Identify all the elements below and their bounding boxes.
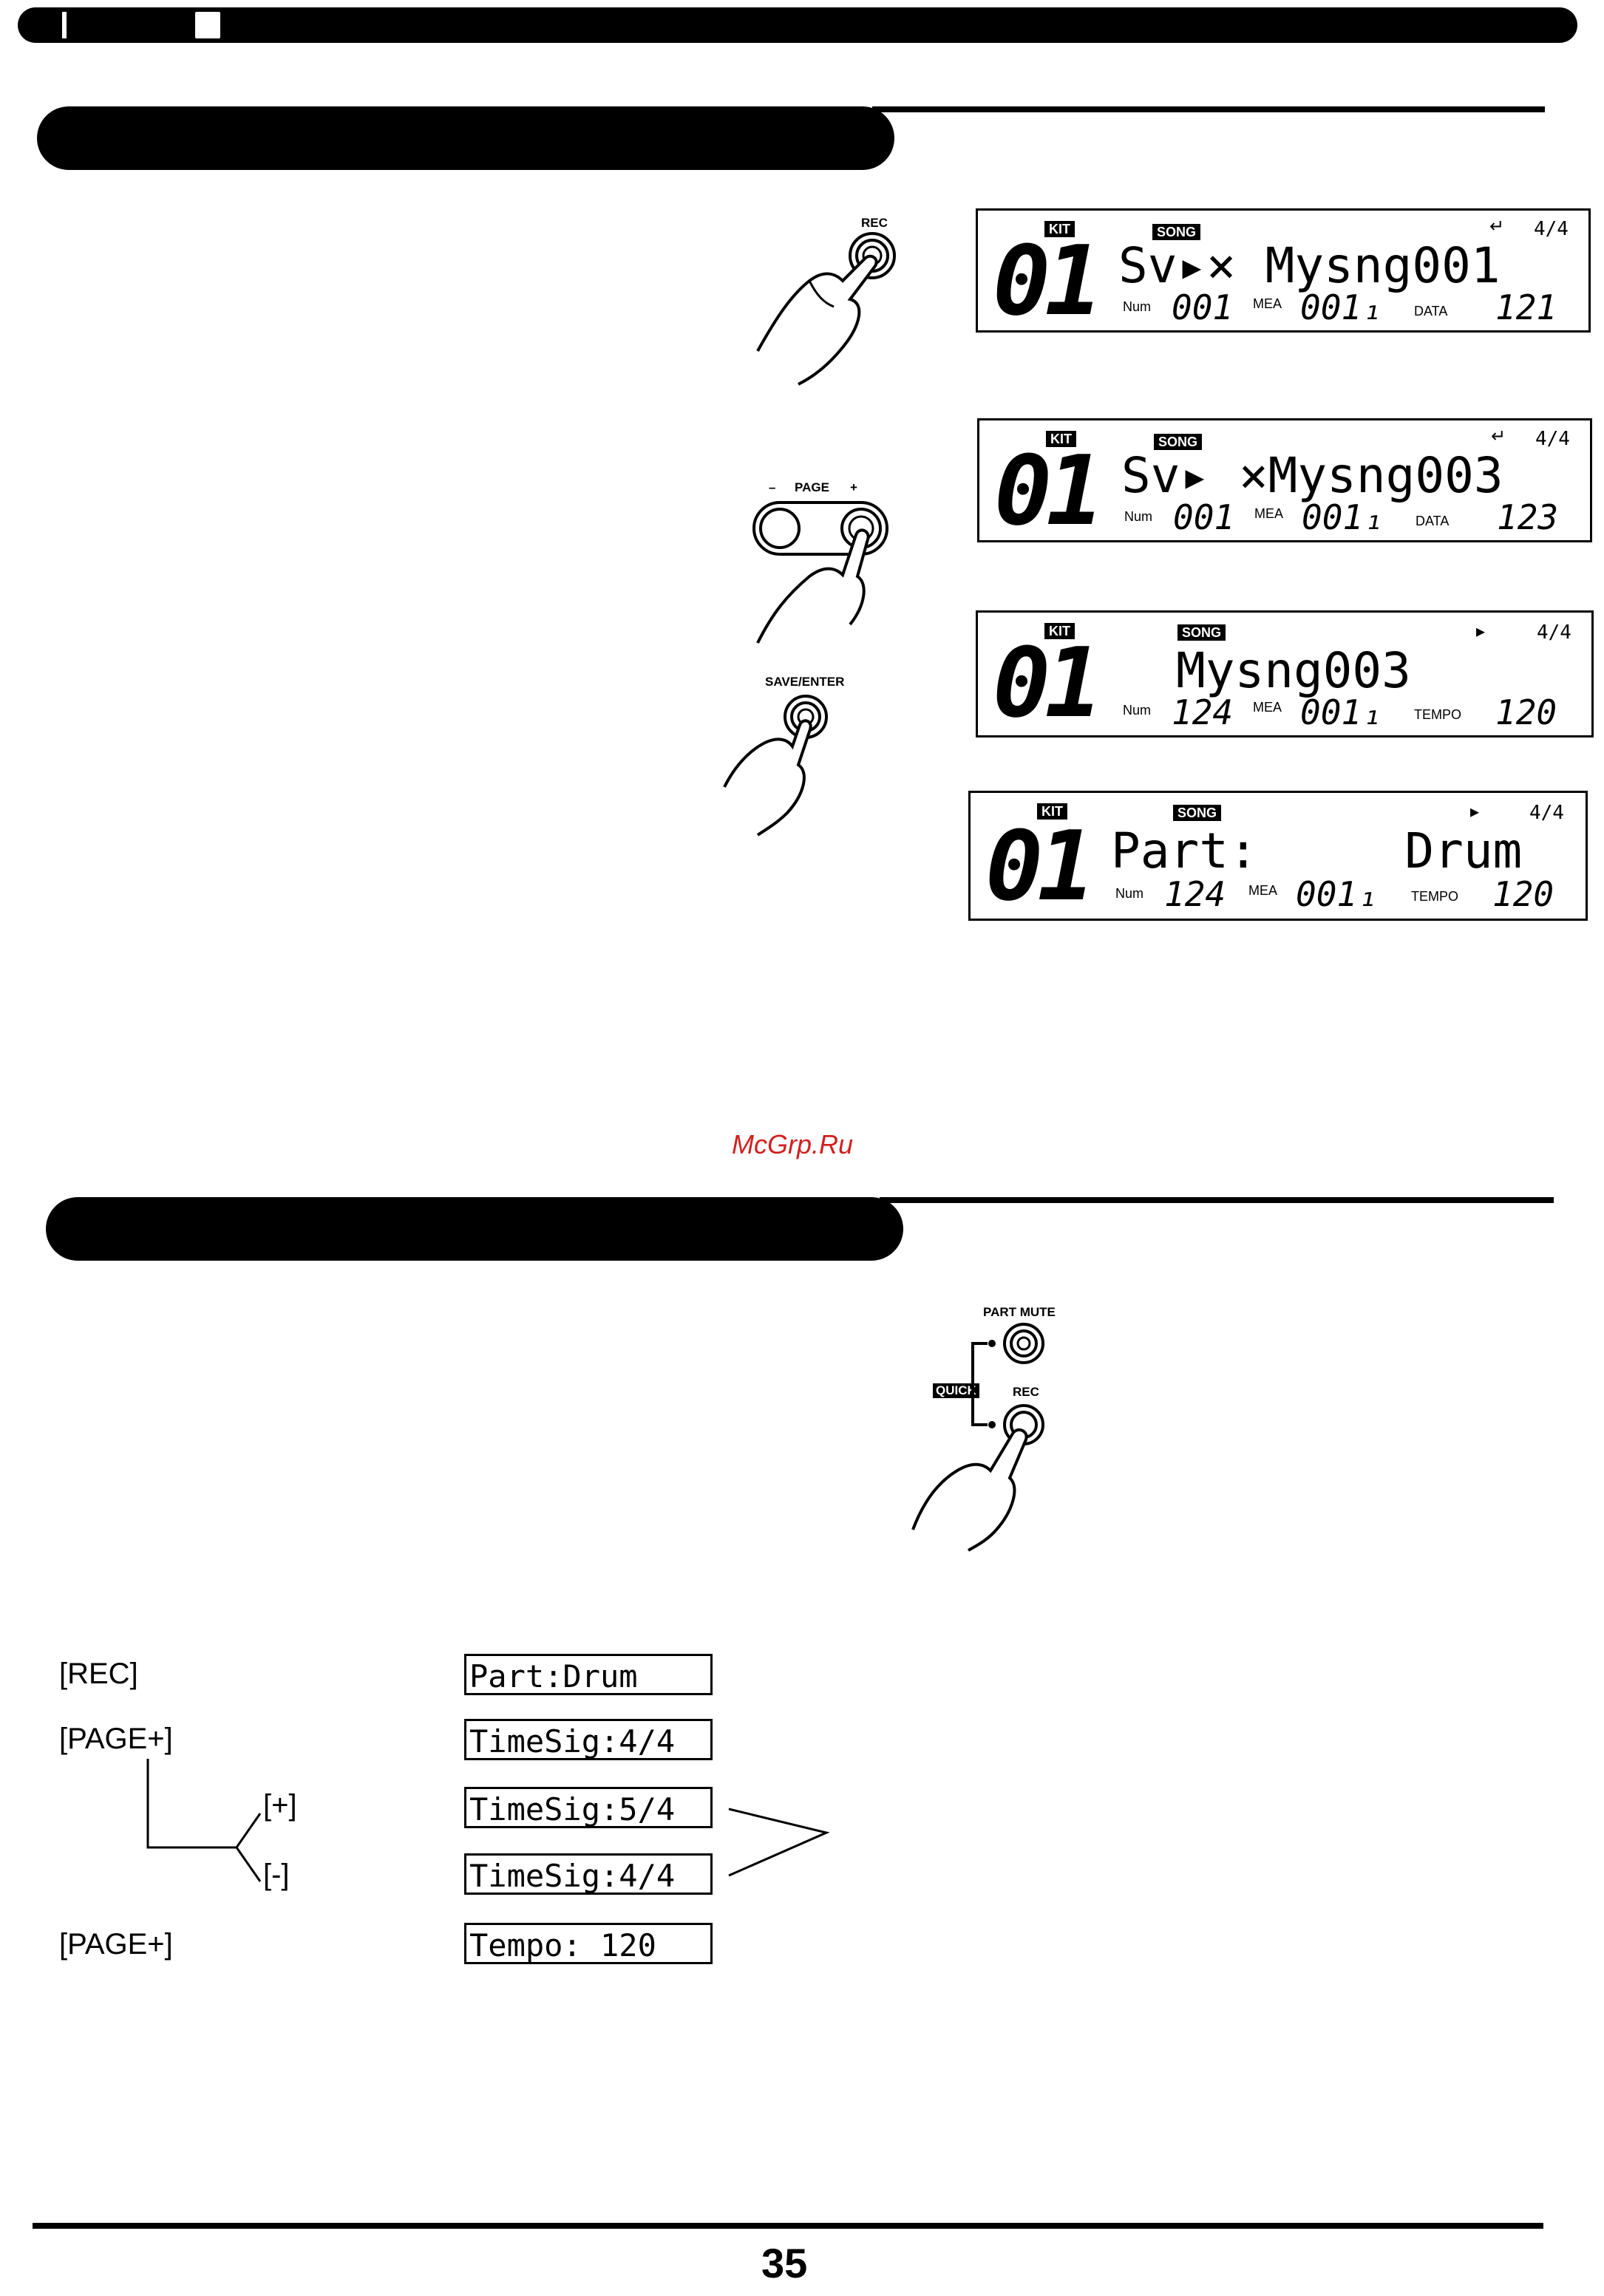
mea-value: 001₁ xyxy=(1302,497,1384,537)
quick-badge: QUICK xyxy=(933,1383,979,1398)
play-icon: ▸ xyxy=(1470,802,1480,822)
header-tab-mark xyxy=(62,12,67,38)
page-number: 35 xyxy=(761,2240,808,2286)
data-label: DATA xyxy=(1416,514,1450,528)
mea-value: 001₁ xyxy=(1296,874,1378,914)
step-key: [PAGE+] xyxy=(59,1723,173,1755)
data-label: DATA xyxy=(1414,304,1448,318)
return-icon: ↵ xyxy=(1491,426,1506,446)
mini-lcd: Tempo: 120 xyxy=(464,1923,713,1964)
mea-label: MEA xyxy=(1254,506,1284,521)
lcd-main-text: Part: Drum xyxy=(1111,822,1523,879)
hand-press-icon xyxy=(723,695,828,837)
time-signature: 4/4 xyxy=(1529,802,1564,824)
page-plus-label: + xyxy=(850,480,857,494)
kit-number: 01 xyxy=(994,435,1104,547)
section-heading-bar xyxy=(46,1197,903,1261)
num-label: Num xyxy=(1123,299,1152,314)
kit-badge: KIT xyxy=(1037,803,1067,820)
part-mute-label: PART MUTE xyxy=(983,1305,1056,1319)
num-label: Num xyxy=(1123,703,1152,718)
tempo-label: TEMPO xyxy=(1411,889,1459,904)
toggle-bracket xyxy=(728,1808,830,1877)
page-minus-label: – xyxy=(769,480,776,494)
save-enter-button-illustration: SAVE/ENTER xyxy=(717,669,894,839)
page-button-illustration: – PAGE + xyxy=(739,473,917,658)
data-value: 123 xyxy=(1497,497,1559,537)
kit-badge: KIT xyxy=(1046,431,1076,447)
page-label: PAGE xyxy=(795,480,829,494)
tempo-label: TEMPO xyxy=(1414,707,1462,722)
hand-press-icon xyxy=(911,1323,1044,1552)
lcd-main-text: Sv▸ ×Mysng003 xyxy=(1121,447,1503,504)
lcd-screen-1: KIT SONG 01 Sv▸× Mysng001 ↵ 4/4 Num 001 … xyxy=(976,208,1591,333)
lcd-screen-3: KIT SONG 01 Mysng003 ▸ 4/4 Num 124 MEA 0… xyxy=(976,610,1594,737)
section-rule xyxy=(872,106,1545,112)
tempo-value: 120 xyxy=(1492,874,1554,914)
time-signature: 4/4 xyxy=(1537,621,1571,644)
lcd-main-text: Sv▸× Mysng001 xyxy=(1118,237,1501,294)
song-badge: SONG xyxy=(1154,434,1203,450)
step-key: [REC] xyxy=(59,1658,138,1690)
lcd-screen-2: KIT SONG 01 Sv▸ ×Mysng003 ↵ 4/4 Num 001 … xyxy=(977,418,1592,542)
mea-value: 001₁ xyxy=(1300,692,1382,732)
time-signature: 4/4 xyxy=(1534,218,1569,240)
kit-number: 01 xyxy=(993,627,1103,739)
play-icon: ▸ xyxy=(1476,621,1486,641)
lcd-screen-4: KIT SONG 01 Part: Drum ▸ 4/4 Num 124 MEA… xyxy=(968,791,1588,921)
kit-badge: KIT xyxy=(1044,221,1075,237)
mini-lcd: TimeSig:4/4 xyxy=(464,1719,713,1760)
mea-label: MEA xyxy=(1248,883,1278,898)
rec-label: REC xyxy=(861,216,888,230)
num-value: 124 xyxy=(1164,874,1226,914)
kit-badge: KIT xyxy=(1044,623,1075,639)
mini-lcd: TimeSig:4/4 xyxy=(464,1853,713,1895)
song-badge: SONG xyxy=(1177,624,1226,641)
mini-lcd: TimeSig:5/4 xyxy=(464,1787,713,1828)
step-key: [-] xyxy=(263,1859,290,1891)
section-heading-bar xyxy=(37,106,894,170)
num-label: Num xyxy=(1115,886,1144,901)
num-value: 001 xyxy=(1172,287,1234,327)
kit-number: 01 xyxy=(993,225,1103,337)
save-enter-label: SAVE/ENTER xyxy=(765,675,845,689)
song-badge: SONG xyxy=(1173,805,1222,821)
num-value: 001 xyxy=(1173,497,1235,537)
footer-rule xyxy=(33,2223,1543,2229)
header-tab-mark xyxy=(195,12,220,38)
mea-value: 001₁ xyxy=(1300,287,1382,327)
return-icon: ↵ xyxy=(1489,217,1505,236)
song-badge: SONG xyxy=(1152,224,1201,240)
watermark: McGrp.Ru xyxy=(732,1129,854,1159)
num-label: Num xyxy=(1124,509,1153,524)
mea-label: MEA xyxy=(1253,296,1282,311)
mini-lcd: Part:Drum xyxy=(464,1654,713,1695)
header-bar xyxy=(18,7,1577,43)
tempo-value: 120 xyxy=(1495,692,1557,732)
data-value: 121 xyxy=(1495,287,1557,327)
branch-connector xyxy=(146,1759,262,1882)
time-signature: 4/4 xyxy=(1535,428,1570,450)
step-key: [+] xyxy=(263,1789,297,1822)
hand-press-icon xyxy=(756,232,896,386)
rec-button-illustration: REC xyxy=(754,207,924,392)
part-mute-rec-illustration: PART MUTE QUICK REC xyxy=(909,1293,1072,1552)
hand-press-icon xyxy=(752,501,888,644)
num-value: 124 xyxy=(1172,692,1234,732)
rec-label: REC xyxy=(1013,1385,1039,1399)
lcd-main-text: Mysng003 xyxy=(1176,642,1411,699)
section-rule xyxy=(880,1197,1554,1203)
kit-number: 01 xyxy=(985,810,1095,922)
mea-label: MEA xyxy=(1253,700,1282,715)
step-key: [PAGE+] xyxy=(59,1928,173,1961)
